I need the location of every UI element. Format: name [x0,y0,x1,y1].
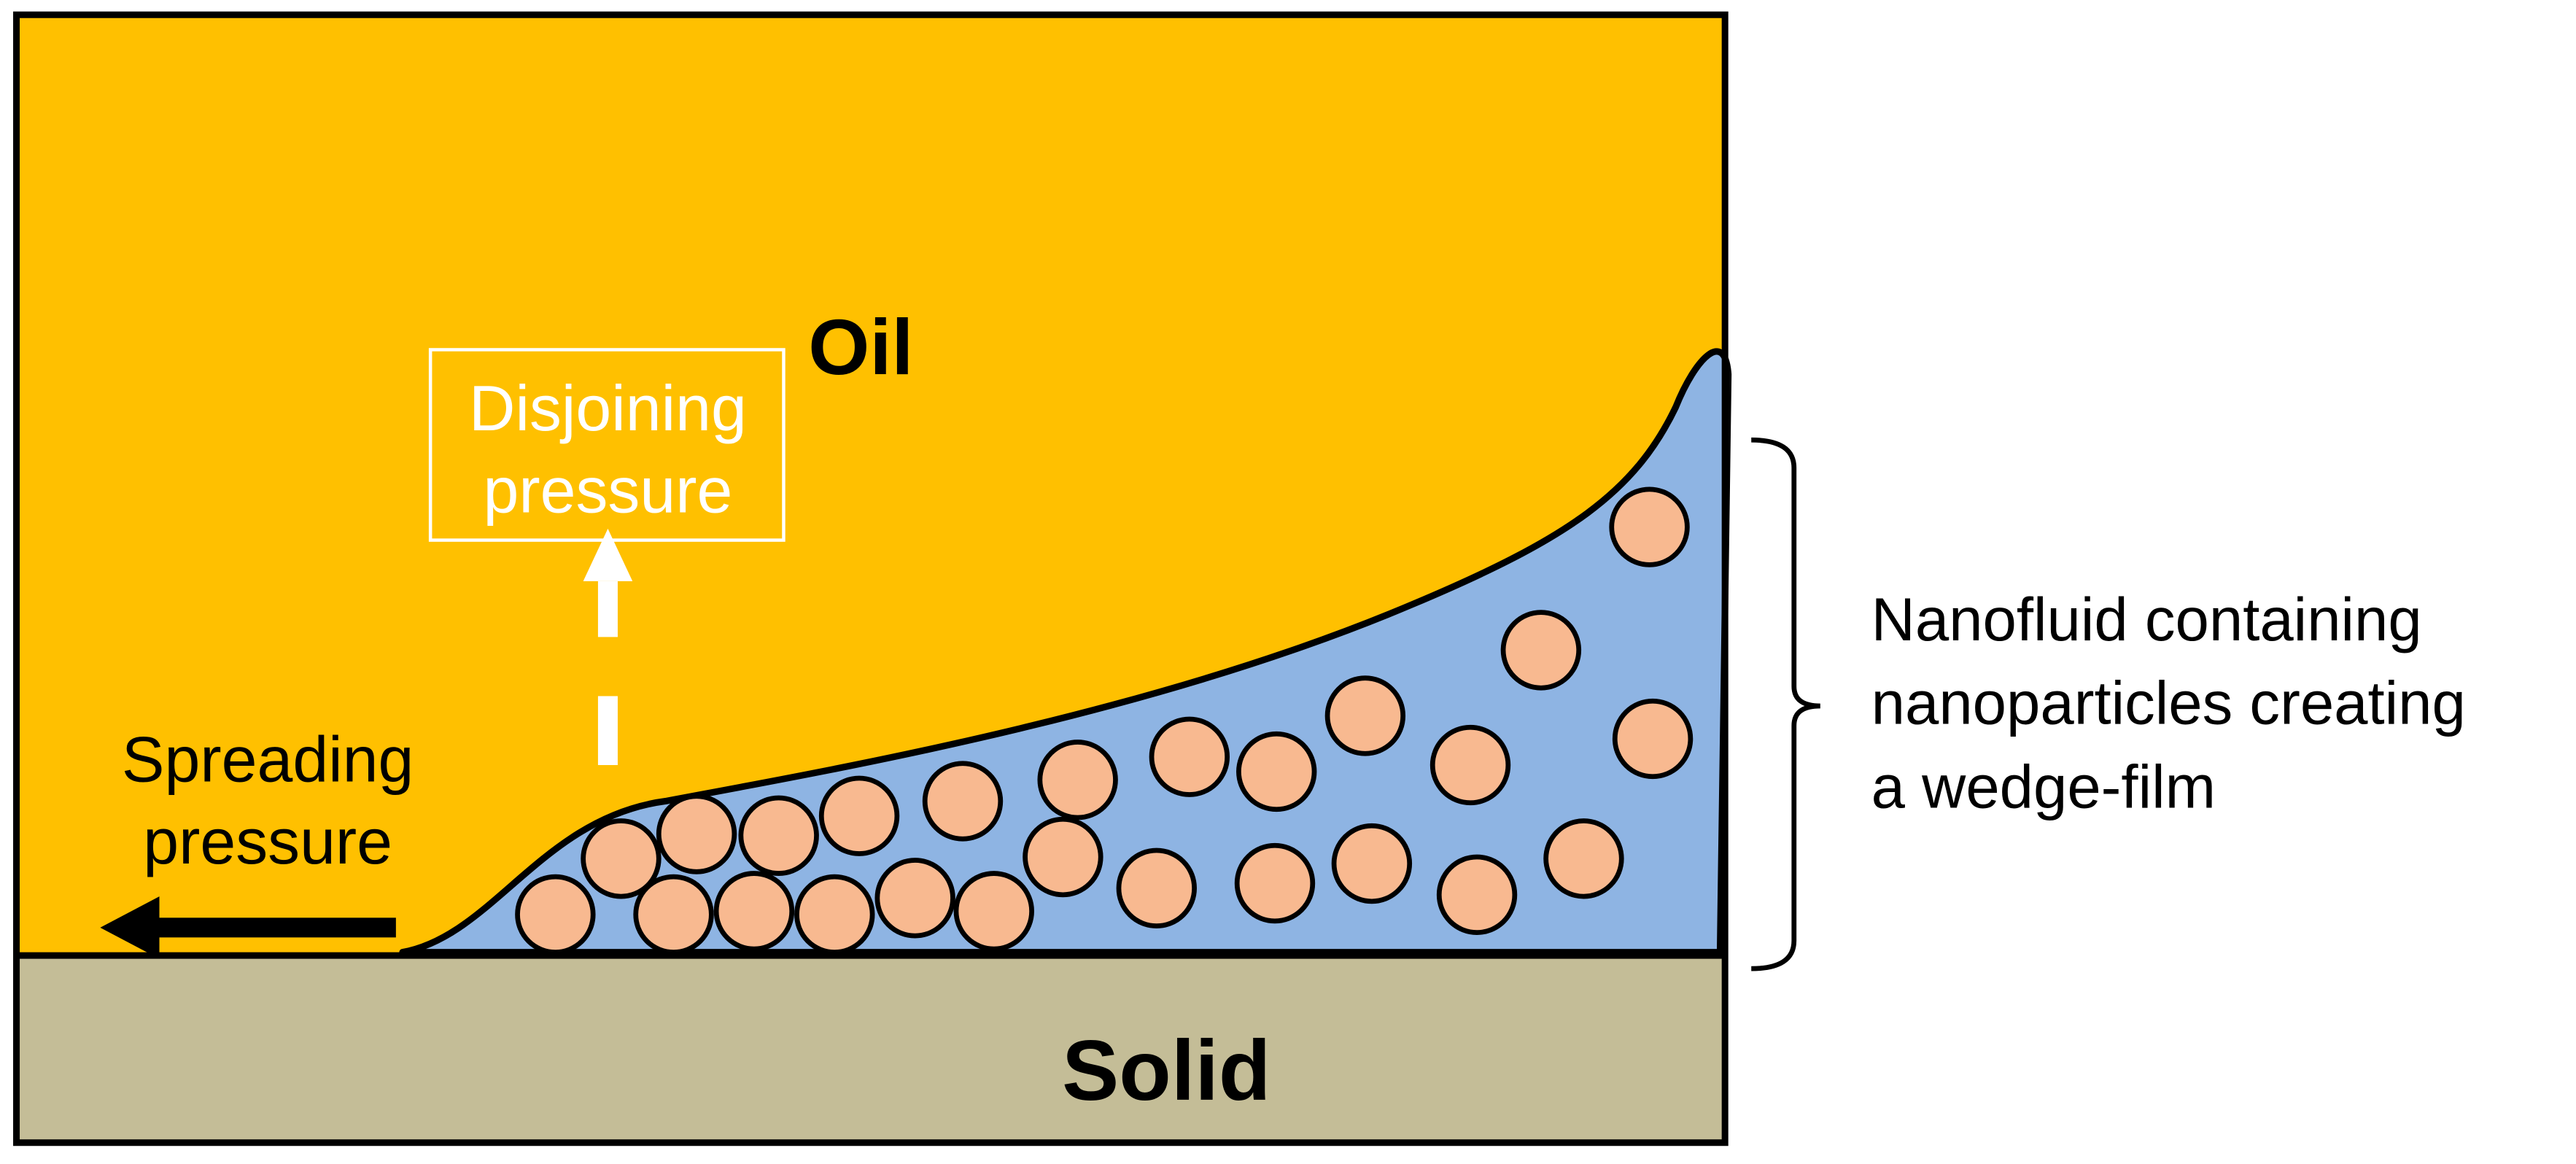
dashed-up-arrow-icon [583,528,633,765]
nanoparticle [1023,816,1103,898]
spreading-pressure-label-line2: pressure [143,805,392,877]
oil-label: Oil [808,303,913,391]
nanoparticle [1609,486,1690,567]
nanoparticle [633,874,714,955]
nanoparticle [818,775,900,856]
nanoparticle [1436,854,1518,935]
disjoining-pressure-label-line1: Disjoining [469,372,747,444]
nanoparticle [581,818,662,899]
nanoparticle [1612,698,1694,780]
nanofluid-label-line2: nanoparticles creating [1871,670,2466,737]
nanoparticle [922,761,1004,842]
diagram-border [13,11,1729,1146]
nanoparticle [794,874,875,955]
nanoparticle [1331,823,1413,904]
nanoparticle [874,858,955,939]
solid-region [16,955,1726,1143]
nanofluid-label-line1: Nanofluid containing [1871,586,2422,653]
disjoining-pressure-label-line2: pressure [484,454,733,526]
nanoparticle [1543,818,1624,899]
nanoparticle [1116,847,1197,928]
nanoparticle [1429,724,1511,806]
nanoparticle [1234,842,1316,924]
nanoparticle [738,795,819,876]
nanoparticle [713,871,795,952]
nanoparticle [953,871,1034,952]
nanoparticle [1037,740,1118,820]
nanofluid-wedge [399,348,1732,956]
nanoparticles [515,486,1694,955]
spreading-pressure-label-line1: Spreading [122,723,414,796]
nanoparticle [656,794,737,874]
nanoparticle [1149,716,1230,797]
curly-bracket-icon [1751,437,1820,971]
nanofluid-label-line3: a wedge-film [1871,753,2216,821]
nanoparticle [1324,675,1406,756]
nanoparticle [1500,610,1582,691]
left-arrow-icon [100,896,396,959]
nanoparticle [1236,731,1317,812]
solid-label: Solid [1062,1023,1270,1118]
nanoparticle [515,874,596,955]
